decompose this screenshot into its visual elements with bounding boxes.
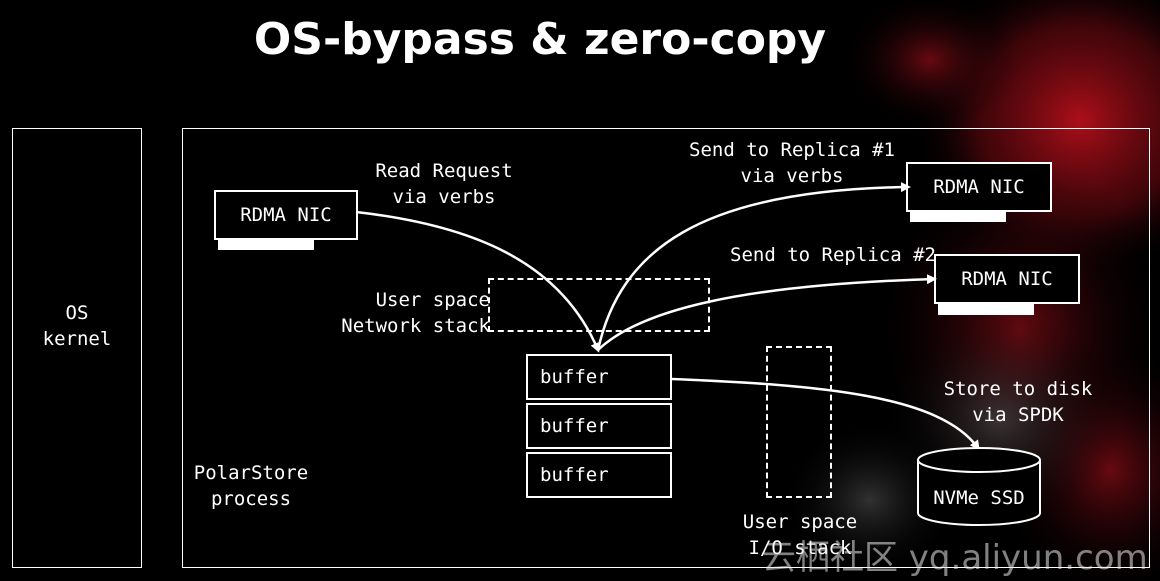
local-rdma-nic: RDMA NIC — [214, 190, 358, 240]
replica1-rdma-nic: RDMA NIC — [906, 162, 1052, 212]
send-replica1-label: Send to Replica #1 via verbs — [689, 139, 895, 187]
buffer-label: buffer — [540, 415, 609, 437]
polarstore-process-box — [182, 128, 1150, 568]
replica2-rdma-nic-card-edge — [938, 303, 1034, 315]
os-kernel-box — [12, 128, 142, 568]
buffer-3: buffer — [526, 452, 672, 498]
buffer-2: buffer — [526, 403, 672, 449]
page-title: OS-bypass & zero-copy — [253, 14, 827, 65]
store-disk-label: Store to disk via SPDK — [943, 378, 1093, 426]
polarstore-process-label: PolarStore process — [193, 462, 309, 510]
nvme-ssd-label: NVMe SSD — [933, 487, 1025, 509]
local-rdma-nic-card-edge — [218, 238, 314, 250]
read-request-label: Read Request via verbs — [375, 160, 513, 208]
watermark: 云栖社区 yq.aliyun.com — [762, 538, 1148, 578]
buffer-label: buffer — [540, 366, 609, 388]
replica2-rdma-nic: RDMA NIC — [934, 254, 1080, 304]
io-stack-region — [766, 346, 832, 498]
send-replica2-label: Send to Replica #2 — [730, 244, 936, 266]
buffer-1: buffer — [526, 354, 672, 400]
io-stack-label: User space I/O stack — [742, 511, 858, 559]
buffer-label: buffer — [540, 464, 609, 486]
replica1-rdma-nic-card-edge — [910, 210, 1006, 222]
network-stack-label: User space Network stack — [341, 289, 490, 337]
network-stack-region — [488, 278, 710, 332]
os-kernel-label: OS kernel — [42, 302, 112, 350]
